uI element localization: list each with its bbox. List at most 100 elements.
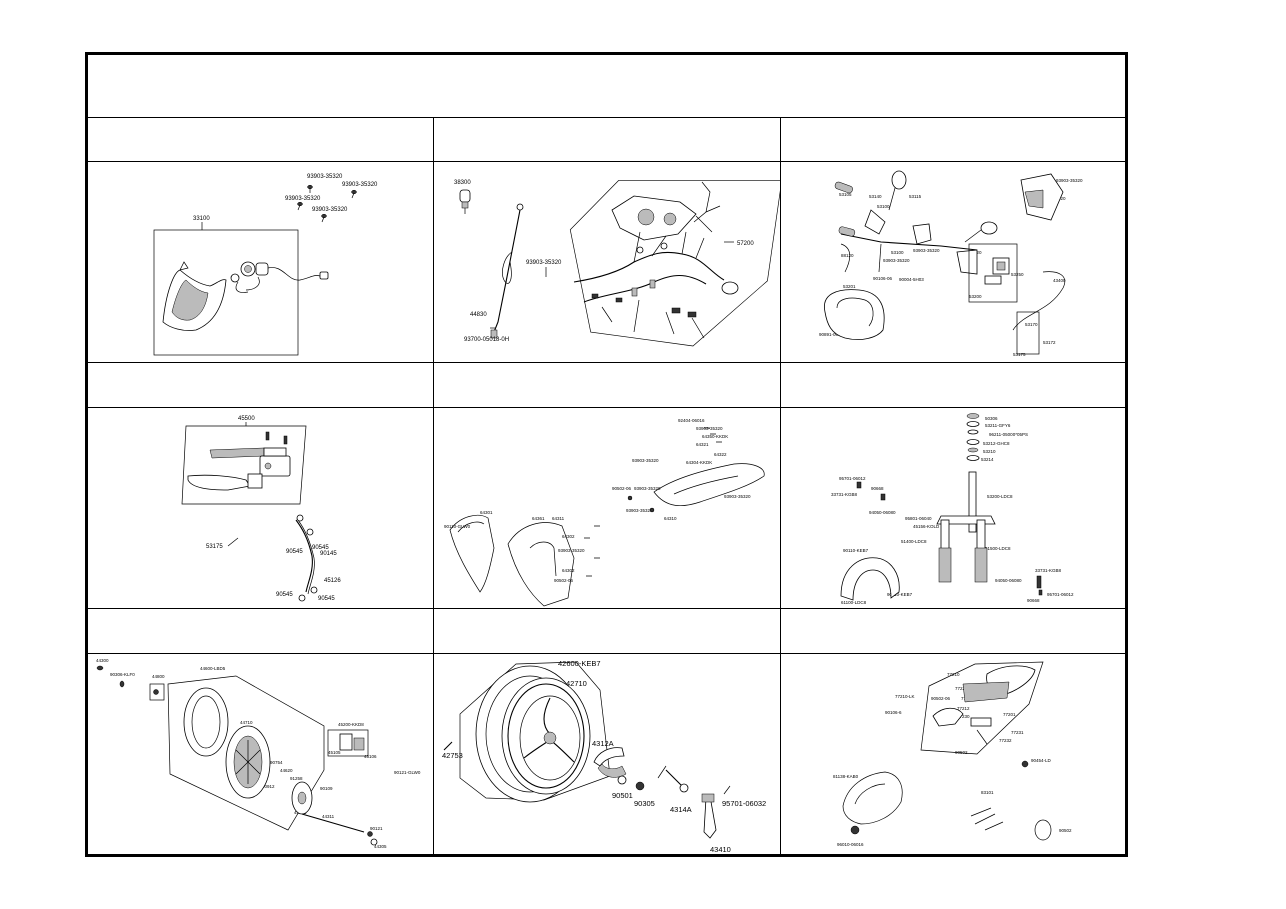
svg-text:42753: 42753 [442,751,463,760]
sheet-title-bar [88,55,1125,118]
svg-text:44600-LBD5: 44600-LBD5 [200,666,226,671]
fastener-icon [584,495,655,577]
panel-front-wheel[interactable]: 44300 90306-KLF0 44800 44600-LBD5 44710 … [88,654,434,854]
panel-rear-wheel[interactable]: 42600-KEB7 42710 4312A 42753 42601 90501… [434,654,781,854]
handlebar-diagram: 53105 53140 53115 53100 53100 93903-3532… [819,170,1083,357]
svg-text:90110-GLW0: 90110-GLW0 [444,524,471,529]
svg-text:51400-LDC8: 51400-LDC8 [901,539,927,544]
seat-icon [962,665,1036,703]
svg-text:53170: 53170 [1025,322,1038,327]
svg-text:45126: 45126 [324,578,341,584]
headlight-diagram: 33100 93903-35320 93903-35320 93903-3532… [153,174,378,356]
svg-text:93903-35320: 93903-35320 [307,174,343,180]
svg-text:90545: 90545 [276,592,293,598]
svg-text:64321: 64321 [696,442,709,447]
rear-wheel-diagram: 42600-KEB7 42710 4312A 42753 42601 90501… [442,659,766,854]
front-wheel-diagram: 44300 90306-KLF0 44800 44600-LBD5 44710 … [96,658,421,849]
svg-text:45156-KOLD: 45156-KOLD [913,524,940,529]
screw-icon [307,184,313,193]
svg-text:93903-35320: 93903-35320 [632,458,659,463]
front-fork-diagram: 50306 53211-GFY6 96211-05000*05PS 53212-… [831,413,1074,605]
row2-header-2 [434,363,781,408]
row3-header-3 [781,609,1125,654]
svg-text:4314A: 4314A [670,805,692,814]
cable-icon [840,243,1066,355]
svg-text:64361: 64361 [532,516,545,521]
svg-text:61100-LDC8: 61100-LDC8 [841,600,867,605]
svg-text:95701-06032: 95701-06032 [722,799,766,808]
svg-text:53200-LDC8: 53200-LDC8 [987,494,1013,499]
upper-cover-icon [653,427,765,507]
panel-handlebar[interactable]: 53105 53140 53115 53100 53100 93903-3532… [781,162,1125,363]
bulb-icon [459,189,471,214]
brake-shoe-icon [593,747,627,778]
row1-header-2 [434,117,781,162]
svg-text:94050-06080: 94050-06080 [869,510,896,515]
seat-hinge-icon [932,707,992,745]
svg-text:90110-KEB7: 90110-KEB7 [887,592,913,597]
panel-headlight[interactable]: 33100 93903-35320 93903-35320 93903-3532… [88,162,434,363]
svg-text:90502-06: 90502-06 [931,696,951,701]
svg-text:90106-06: 90106-06 [873,276,893,281]
svg-text:45105: 45105 [328,750,341,755]
nut-icon [617,775,645,791]
svg-text:53175: 53175 [206,544,223,550]
brake-master-diagram: 45500 53175 90545 90545 90145 45126 9014… [181,416,341,602]
svg-text:38300: 38300 [454,180,471,186]
mirror-right-icon [964,221,998,243]
svg-text:90668: 90668 [1027,598,1040,603]
svg-text:93903-35320: 93903-35320 [526,260,562,266]
panel-front-fork[interactable]: 50306 53211-GFY6 96211-05000*05PS 53212-… [781,408,1125,609]
svg-text:44620: 44620 [280,768,293,773]
svg-text:64322: 64322 [714,452,727,457]
small-part-icon [96,665,378,846]
panel-front-brake-master[interactable]: 45500 53175 90545 90545 90145 45126 9014… [88,408,434,609]
panel-seat[interactable]: 77210 77220 77210-LK 90502-06 90106-6 77… [781,654,1125,854]
svg-text:53172: 53172 [1043,340,1056,345]
rim-icon [225,725,271,799]
svg-text:83101: 83101 [981,790,994,795]
svg-text:77201: 77201 [1003,712,1016,717]
svg-text:45500: 45500 [238,416,255,422]
svg-text:90912: 90912 [262,784,275,789]
bulb-socket-icon [230,261,329,293]
svg-text:53100: 53100 [877,204,890,209]
svg-text:81138-KAB0: 81138-KAB0 [833,774,859,779]
panel-meter-harness[interactable]: 38300 44830 93700-05018-0H 93903-35320 5… [434,162,781,363]
svg-text:77230: 77230 [957,714,970,719]
svg-text:94050-06080: 94050-06080 [995,578,1022,583]
row2-header-1 [88,363,434,408]
svg-text:77210-LK: 77210-LK [895,694,915,699]
svg-text:93903-35320: 93903-35320 [883,258,910,263]
meter-harness-diagram: 38300 44830 93700-05018-0H 93903-35320 5… [454,180,780,347]
valve-icon [443,741,453,751]
axle-icon [301,813,373,837]
svg-text:64310: 64310 [664,516,677,521]
svg-text:43400: 43400 [1053,278,1066,283]
svg-text:90502: 90502 [1059,828,1072,833]
seat-diagram: 77210 77220 77210-LK 90502-06 90106-6 77… [833,661,1072,847]
svg-text:92404-06016: 92404-06016 [678,418,705,423]
row1-header-1 [88,117,434,162]
svg-text:95801-06040: 95801-06040 [905,516,932,521]
svg-text:96010-06016: 96010-06016 [837,842,864,847]
svg-text:64301: 64301 [480,510,493,515]
svg-text:53210: 53210 [983,449,996,454]
screw-icon [297,201,303,211]
svg-text:50306: 50306 [985,416,998,421]
svg-text:64311: 64311 [552,516,565,521]
svg-text:90502-06: 90502-06 [612,486,632,491]
svg-text:77220: 77220 [955,686,968,691]
svg-text:90454-LD: 90454-LD [1031,758,1052,763]
panel-front-cover[interactable]: 92404-06016 93903-35320 64350-KKDK 64321… [434,408,781,609]
svg-text:93903-35320: 93903-35320 [724,494,751,499]
svg-text:44300: 44300 [96,658,109,663]
speedometer-cable-icon [490,203,524,339]
rear-rim-icon [501,677,591,795]
svg-text:43410: 43410 [710,845,731,854]
screw-icon [321,213,327,223]
svg-text:93903-35320: 93903-35320 [285,196,321,202]
screw-icon [265,431,288,445]
svg-text:53250: 53250 [1011,272,1024,277]
svg-text:90109: 90109 [320,786,333,791]
